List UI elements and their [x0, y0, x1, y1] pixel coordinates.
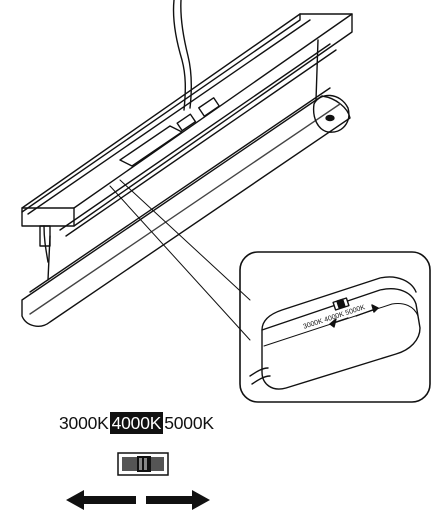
mounting-rail	[21, 13, 353, 227]
connector-block-2	[176, 113, 197, 132]
lens-top-edge	[29, 87, 331, 293]
callout-switch-knob	[336, 298, 346, 309]
callout-leader-1	[109, 185, 251, 341]
housing-cable	[249, 367, 269, 377]
driver-box	[119, 125, 183, 167]
callout-arrow-left-head	[329, 318, 337, 328]
callout-arrow-right-head	[371, 304, 379, 313]
cct-option-5000k: 5000K	[164, 413, 214, 433]
callout-frame	[239, 251, 431, 403]
cct-option-3000k: 3000K	[59, 413, 109, 433]
switch-housing-seam	[263, 303, 419, 347]
slide-switch-icon	[117, 452, 169, 476]
suspension-wire-right	[315, 39, 319, 101]
callout-leader-2	[119, 179, 251, 301]
rail-top-edge	[21, 13, 353, 209]
housing-cable-2	[251, 375, 271, 385]
lens-cap-hole	[325, 114, 335, 122]
power-cord	[172, 0, 187, 111]
rail-channel	[59, 43, 331, 231]
switch-housing-top	[261, 276, 417, 331]
left-cable	[43, 225, 49, 263]
arrow-left-icon	[66, 490, 136, 510]
power-cord-secondary	[180, 0, 193, 109]
diffuser-lens	[21, 95, 351, 327]
connector-block	[198, 97, 220, 117]
lens-right-cap	[312, 94, 350, 133]
rail-end-cap	[21, 13, 301, 213]
left-plug	[39, 225, 51, 247]
arrow-right-icon	[146, 490, 210, 510]
cct-option-4000k: 4000K	[109, 412, 164, 434]
rail-inner-line	[27, 19, 311, 215]
switch-housing	[261, 288, 421, 390]
cct-selector-labels: 3000K 4000K 5000K	[58, 411, 258, 435]
lens-bottom-shadow	[29, 103, 341, 315]
rail-channel-2	[65, 49, 337, 237]
